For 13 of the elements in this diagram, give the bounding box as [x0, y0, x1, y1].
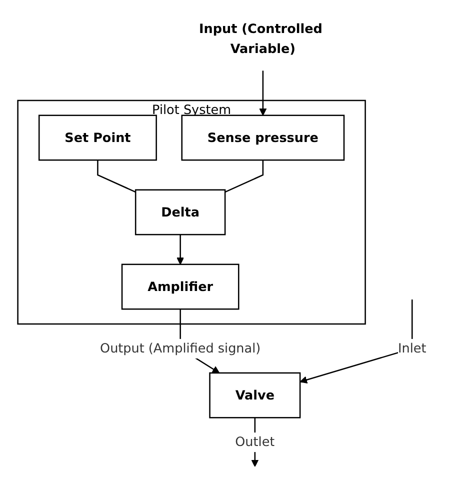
connector [225, 160, 264, 193]
edge-label: Output (Amplified signal) [100, 340, 261, 356]
arrow [176, 234, 184, 265]
edge-label: Outlet [235, 434, 275, 450]
node-box: Amplifier [122, 264, 240, 310]
arrow [259, 70, 267, 116]
node-box: Sense pressure [181, 114, 345, 161]
node-box: Valve [209, 372, 301, 418]
node-box: Delta [135, 189, 226, 236]
node-text: Input (Controlled Variable) [199, 21, 323, 56]
connector [97, 160, 136, 193]
edge-label: Inlet [398, 340, 427, 356]
node-box: Set Point [38, 114, 158, 161]
